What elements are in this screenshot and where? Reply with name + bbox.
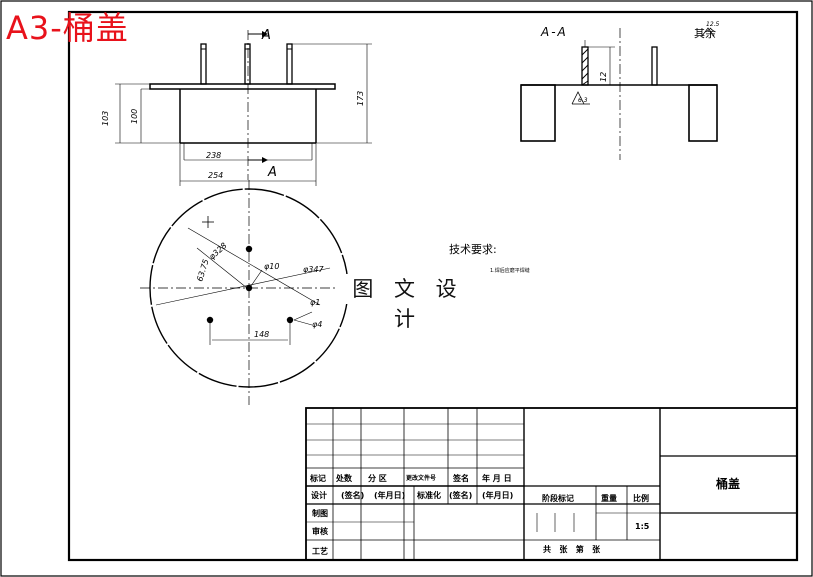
plan-holes: [206, 245, 294, 324]
cover-plate: [149, 83, 336, 90]
dim-height-103: 103: [101, 111, 110, 126]
tb-review: 审核: [312, 526, 328, 536]
tb-zone: 分 区: [368, 473, 387, 483]
tb-count: 处数: [335, 473, 353, 483]
plan-view: [140, 180, 360, 405]
rod-left: [200, 43, 207, 85]
section-marker-top: A: [261, 28, 271, 43]
tb-part-name: 桶盖: [716, 476, 740, 491]
section-wall-right: [688, 84, 718, 142]
dim-height-100: 100: [130, 109, 139, 124]
front-view: [115, 30, 372, 186]
title-block-text: 标记 处数 分 区 更改文件号 签名 年 月 日 设计 (签名) (年月日) 标…: [309, 473, 740, 556]
tb-change-doc: 更改文件号: [406, 474, 436, 482]
dim-outer-254: 254: [208, 171, 223, 180]
watermark: 图 文 设 计: [336, 274, 480, 331]
page-title: A3-桶盖: [6, 9, 129, 47]
tech-requirements-line: 1.焊后应磨平焊缝: [490, 267, 530, 274]
section-marker-bottom: A: [267, 165, 277, 180]
section-view: [520, 27, 718, 160]
dim-diameter-328: φ328: [207, 241, 228, 261]
dim-hole-10: φ10: [264, 262, 279, 271]
tb-mark: 标记: [309, 473, 326, 483]
dim-height-173: 173: [356, 91, 365, 106]
hole-bottom-left: [206, 316, 214, 324]
tb-design-date: (年月日): [374, 490, 405, 500]
tb-drafting: 制图: [312, 508, 328, 518]
hole-bottom-right: [286, 316, 294, 324]
title-block: [305, 407, 798, 561]
dim-phi-4: φ4: [312, 320, 322, 329]
tb-standardization: 标准化: [416, 490, 441, 500]
tb-process: 工艺: [312, 546, 328, 556]
tb-scale-value: 1:5: [635, 522, 650, 531]
dim-radius-63-75: 63.75: [195, 258, 210, 283]
tb-std-sign: (签名): [449, 490, 472, 500]
rod-middle: [244, 43, 251, 85]
tb-weight: 重量: [601, 493, 617, 503]
tb-std-date: (年月日): [482, 490, 513, 500]
tb-date: 年 月 日: [482, 473, 512, 483]
section-wall-left: [520, 84, 556, 142]
tb-sheets: 共 张 第 张: [543, 544, 601, 554]
dim-diameter-347: φ347: [303, 265, 324, 274]
dim-inner-238: 238: [206, 151, 221, 160]
rod-right: [286, 43, 293, 85]
section-rod-right: [651, 46, 658, 86]
hole-center: [245, 284, 253, 292]
roughness-note: 其余: [694, 26, 716, 40]
roughness-value: 12.5: [706, 21, 720, 28]
tech-requirements-title: 技术要求:: [449, 243, 497, 256]
dim-rod-12: 12: [599, 72, 608, 82]
hole-top: [245, 245, 253, 253]
tb-design-sign: (签名): [341, 490, 364, 500]
tb-stage-mark: 阶段标记: [542, 493, 574, 503]
dim-spacing-148: 148: [254, 330, 269, 339]
dim-phi-1: φ1: [310, 298, 320, 307]
tb-design: 设计: [311, 490, 327, 500]
tb-scale-label: 比例: [633, 493, 649, 503]
section-roughness: 6.3: [578, 97, 588, 104]
tb-sign: 签名: [452, 473, 469, 483]
section-label: A-A: [540, 25, 568, 39]
